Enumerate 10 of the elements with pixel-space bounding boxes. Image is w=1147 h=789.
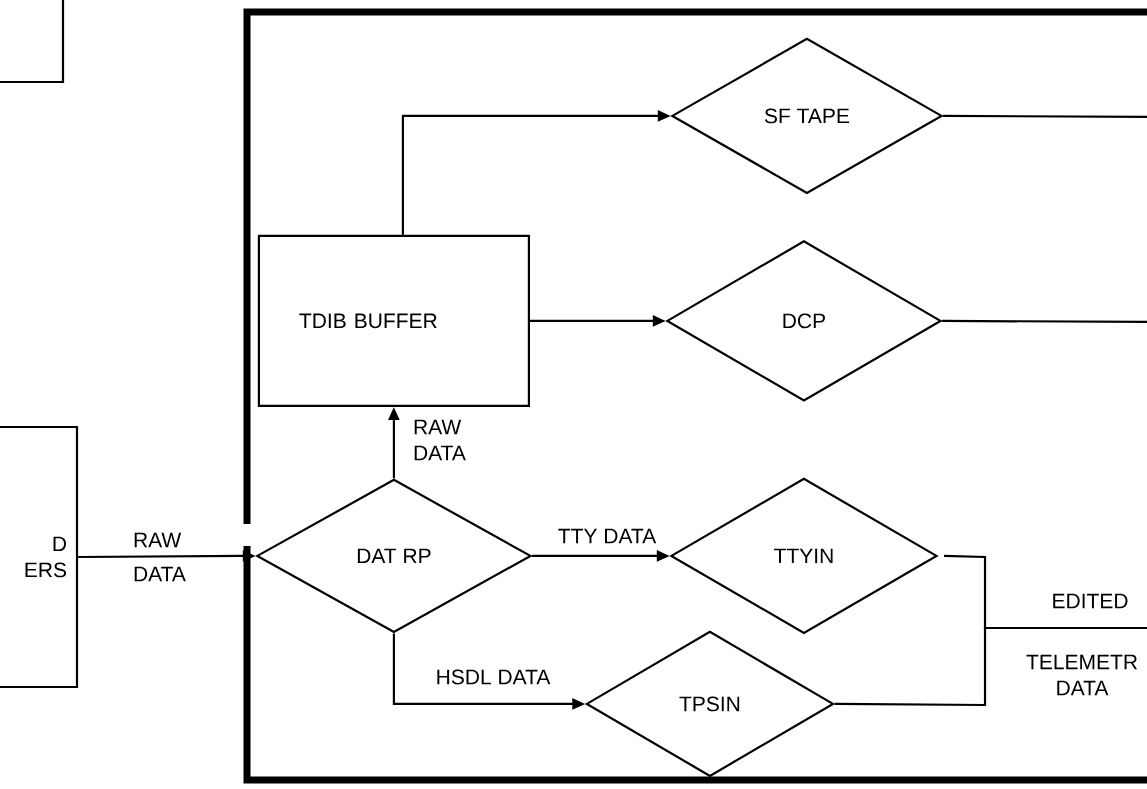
edge-label: EDITED [1053, 593, 1128, 609]
edge-label: RAW DATA [134, 532, 186, 582]
edge-label: HSDL DATA [437, 669, 551, 685]
block-box: D ERS [0, 425, 79, 689]
edge-label: TTY DATA [558, 528, 657, 544]
system-frame [243, 8, 1147, 784]
block-box [0, 0, 65, 84]
edge-label: RAW DATA [414, 419, 466, 461]
edge-label: TELEMETR DATA [1026, 654, 1138, 696]
process-box: TDIB BUFFER [257, 234, 530, 407]
